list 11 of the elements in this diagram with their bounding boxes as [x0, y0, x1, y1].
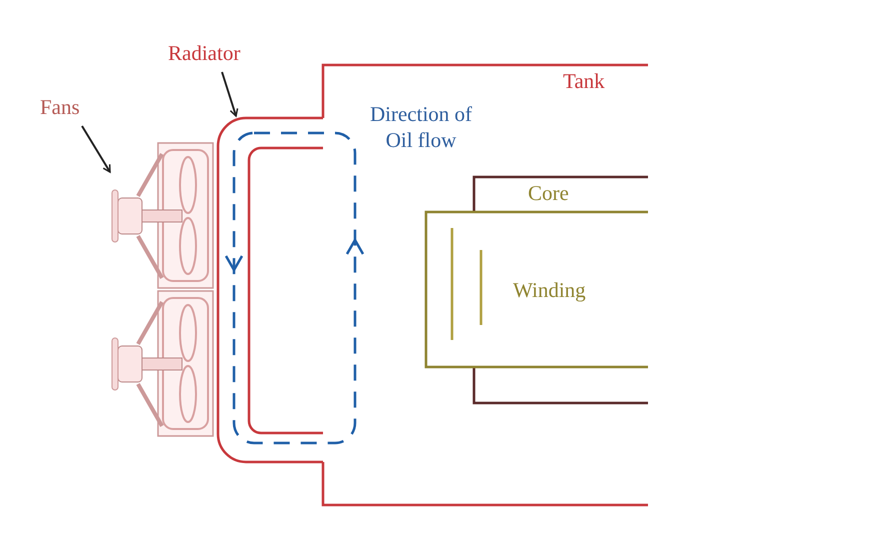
- core-label: Core: [528, 182, 569, 206]
- fans-label: Fans: [40, 95, 80, 119]
- leader-arrow: [81, 125, 111, 173]
- radiator-outline: [216, 116, 324, 464]
- core-outline: [474, 176, 648, 404]
- radiator-label: Radiator: [168, 41, 240, 65]
- winding-outline: [426, 211, 648, 368]
- tank-label: Tank: [563, 70, 605, 94]
- winding-label: Winding: [513, 279, 586, 302]
- leader-arrow: [221, 72, 238, 117]
- oil-flow-label: Direction of Oil flow: [368, 101, 474, 154]
